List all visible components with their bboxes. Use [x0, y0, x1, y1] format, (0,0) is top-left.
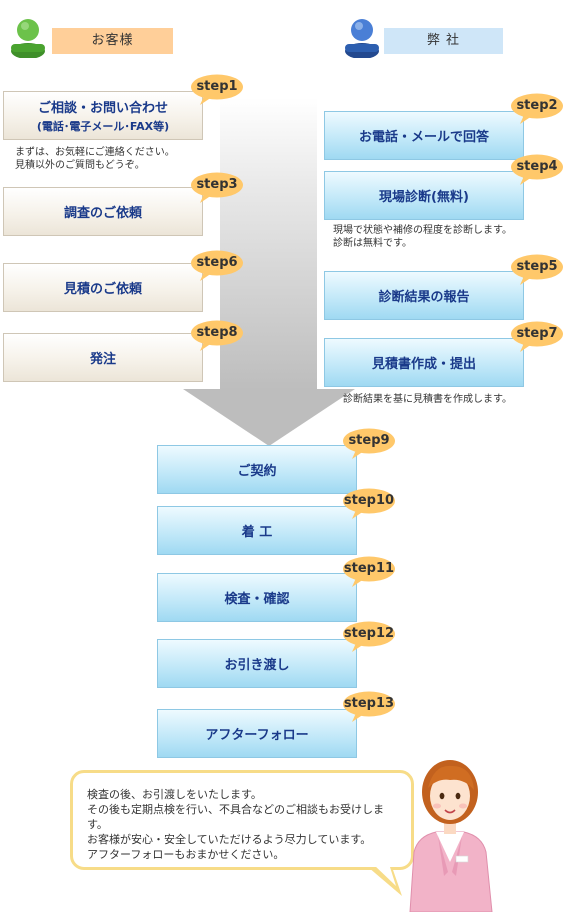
customer-person-icon [10, 14, 46, 59]
step7-title: 見積書作成・提出 [371, 357, 476, 372]
step12-box: お引き渡し [157, 639, 357, 688]
step11-box: 検査・確認 [157, 573, 357, 622]
step7-box: 見積書作成・提出 [324, 338, 524, 387]
step12-title: お引き渡し [224, 658, 290, 673]
step6-badge: step6 [190, 250, 244, 281]
step1-box: ご相談・お問い合わせ (電話･電子メール･FAX等) [3, 91, 203, 140]
step13-label: step13 [343, 696, 395, 711]
message-bubble-tail [368, 864, 402, 896]
step11-title: 検査・確認 [224, 592, 290, 607]
step1-note-line: まずは、お気軽にご連絡ください。 [15, 147, 175, 158]
step1-label: step1 [196, 79, 238, 94]
step4-note: 現場で状態や補修の程度を診断します。 診断は無料です。 [333, 224, 512, 250]
speech-bubble-icon [191, 172, 243, 203]
customer-header: お客様 [52, 28, 173, 54]
message-line: その後も定期点検を行い、不具合などのご相談もお受けします。 [87, 803, 384, 831]
company-header: 弊 社 [384, 28, 503, 54]
step12-label: step12 [343, 626, 395, 641]
message-line: 検査の後、お引渡しをいたします。 [87, 788, 262, 801]
step13-box: アフターフォロー [157, 709, 357, 758]
step9-box: ご契約 [157, 445, 357, 494]
step2-label: step2 [516, 98, 558, 113]
message-line: アフターフォローもおまかせください。 [87, 848, 285, 861]
step9-badge: step9 [342, 428, 396, 459]
step4-note-line: 診断は無料です。 [333, 238, 412, 249]
speech-bubble-icon [343, 428, 395, 459]
speech-bubble-icon [511, 93, 563, 124]
step9-title: ご契約 [237, 464, 277, 479]
step1-note: まずは、お気軽にご連絡ください。 見積以外のご質問もどうぞ。 [15, 146, 175, 172]
step3-label: step3 [196, 177, 238, 192]
step2-box: お電話・メールで回答 [324, 111, 524, 160]
step13-badge: step13 [342, 691, 396, 722]
step10-label: step10 [343, 493, 395, 508]
message-bubble: 検査の後、お引渡しをいたします。 その後も定期点検を行い、不具合などのご相談もお… [70, 770, 414, 870]
step4-label: step4 [516, 159, 558, 174]
speech-bubble-icon [343, 556, 395, 587]
step10-badge: step10 [342, 488, 396, 519]
step1-title: ご相談・お問い合わせ [37, 101, 168, 116]
step1-badge: step1 [190, 74, 244, 105]
flow-arrow-head [183, 389, 355, 446]
step3-box: 調査のご依頼 [3, 187, 203, 236]
company-person-icon [344, 14, 380, 59]
step12-badge: step12 [342, 621, 396, 652]
step7-badge: step7 [510, 321, 564, 352]
step4-box: 現場診断(無料) [324, 171, 524, 220]
speech-bubble-icon [343, 691, 395, 722]
staff-woman-illustration [409, 760, 493, 912]
step7-note: 診断結果を基に見積書を作成します。 [343, 393, 512, 406]
step11-label: step11 [343, 561, 395, 576]
step8-title: 発注 [89, 352, 116, 367]
step8-badge: step8 [190, 320, 244, 351]
step5-box: 診断結果の報告 [324, 271, 524, 320]
step4-badge: step4 [510, 154, 564, 185]
step4-title: 現場診断(無料) [379, 190, 469, 205]
step1-note-line: 見積以外のご質問もどうぞ。 [15, 160, 145, 171]
step3-badge: step3 [190, 172, 244, 203]
step10-title: 着 工 [241, 525, 273, 540]
speech-bubble-icon [343, 621, 395, 652]
step3-title: 調査のご依頼 [63, 206, 142, 221]
step6-box: 見積のご依頼 [3, 263, 203, 312]
speech-bubble-icon [191, 320, 243, 351]
step11-badge: step11 [342, 556, 396, 587]
step4-note-line: 現場で状態や補修の程度を診断します。 [333, 225, 512, 236]
step5-label: step5 [516, 259, 558, 274]
message-line: お客様が安心・安全していただけるよう尽力しています。 [87, 833, 372, 846]
step1-subtitle: (電話･電子メール･FAX等) [36, 120, 170, 133]
speech-bubble-icon [511, 254, 563, 285]
step6-label: step6 [196, 255, 238, 270]
step7-label: step7 [516, 326, 558, 341]
speech-bubble-icon [191, 74, 243, 105]
speech-bubble-icon [191, 250, 243, 281]
step5-title: 診断結果の報告 [378, 290, 470, 305]
step2-title: お電話・メールで回答 [358, 130, 489, 145]
step10-box: 着 工 [157, 506, 357, 555]
step8-box: 発注 [3, 333, 203, 382]
step5-badge: step5 [510, 254, 564, 285]
step6-title: 見積のご依頼 [63, 282, 142, 297]
speech-bubble-icon [511, 154, 563, 185]
step8-label: step8 [196, 325, 238, 340]
step7-note-line: 診断結果を基に見積書を作成します。 [343, 394, 512, 405]
step13-title: アフターフォロー [205, 728, 309, 743]
speech-bubble-icon [511, 321, 563, 352]
step2-badge: step2 [510, 93, 564, 124]
step9-label: step9 [348, 433, 390, 448]
speech-bubble-icon [343, 488, 395, 519]
